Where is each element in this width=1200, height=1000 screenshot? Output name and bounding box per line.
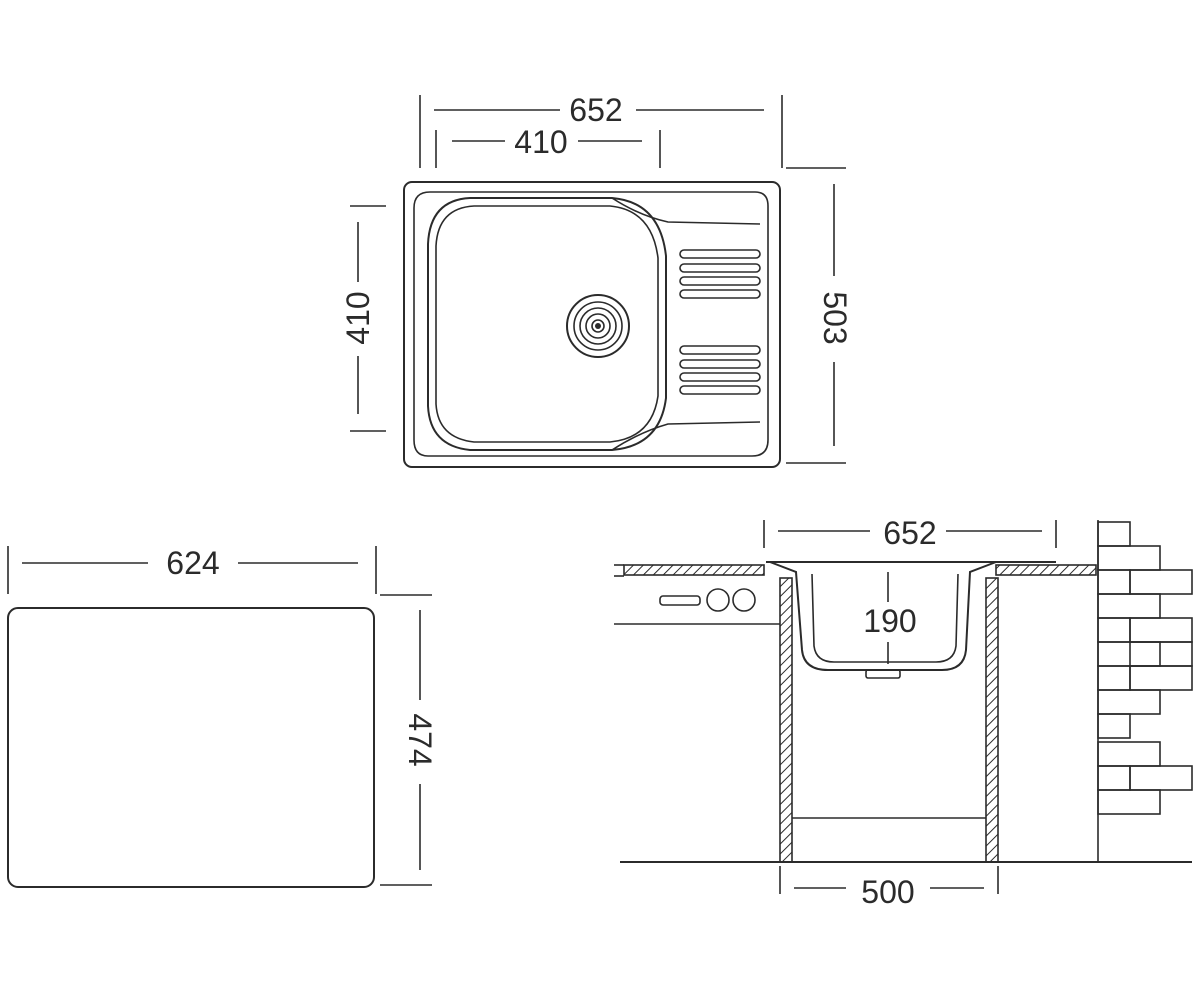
dim-bowl-width-label: 410 bbox=[514, 124, 567, 160]
dim-bowl-width: 410 bbox=[435, 124, 661, 168]
drainboard-contour bbox=[611, 197, 761, 451]
dim-outer-height: 503 bbox=[786, 167, 853, 464]
cabinet-wall-left bbox=[779, 577, 793, 863]
sink-bowl bbox=[427, 197, 667, 451]
dim-sink-depth: 190 bbox=[863, 572, 917, 664]
brick-wall bbox=[1097, 520, 1193, 862]
dim-cabinet-width-label: 500 bbox=[861, 874, 914, 910]
dim-bowl-height: 410 bbox=[340, 205, 386, 432]
dim-bowl-height-label: 410 bbox=[340, 291, 376, 344]
dim-cutout-width: 624 bbox=[7, 545, 377, 594]
dim-cutout-height-label: 474 bbox=[402, 713, 438, 766]
drain-icon bbox=[566, 294, 630, 358]
dim-top-width: 652 bbox=[419, 92, 783, 168]
sink-bowl-inner bbox=[435, 205, 659, 443]
dim-outer-height-label: 503 bbox=[817, 291, 853, 344]
section-view: 652 190 500 bbox=[614, 515, 1193, 910]
drainboard-grooves-upper bbox=[679, 249, 761, 299]
drain-outlet-icon bbox=[865, 669, 901, 679]
sink-inner-rim bbox=[413, 191, 769, 457]
dim-section-width-label: 652 bbox=[883, 515, 936, 551]
cutout-outline bbox=[7, 607, 375, 888]
dim-top-width-label: 652 bbox=[569, 92, 622, 128]
cabinet-wall-right bbox=[985, 577, 999, 863]
dim-cutout-width-label: 624 bbox=[166, 545, 219, 581]
top-view: 652 410 410 503 bbox=[340, 92, 853, 468]
dim-sink-depth-label: 190 bbox=[863, 603, 916, 639]
sink-outer-rim bbox=[403, 181, 781, 468]
countertop-right bbox=[995, 564, 1097, 576]
dim-cutout-height: 474 bbox=[380, 594, 438, 886]
front-panel-control-icon bbox=[659, 588, 756, 612]
drainboard-grooves-lower bbox=[679, 345, 761, 395]
dim-section-width: 652 bbox=[763, 515, 1057, 551]
dim-cabinet-width: 500 bbox=[779, 866, 999, 910]
cutout-view: 624 474 bbox=[7, 545, 438, 888]
countertop-left bbox=[623, 564, 765, 576]
